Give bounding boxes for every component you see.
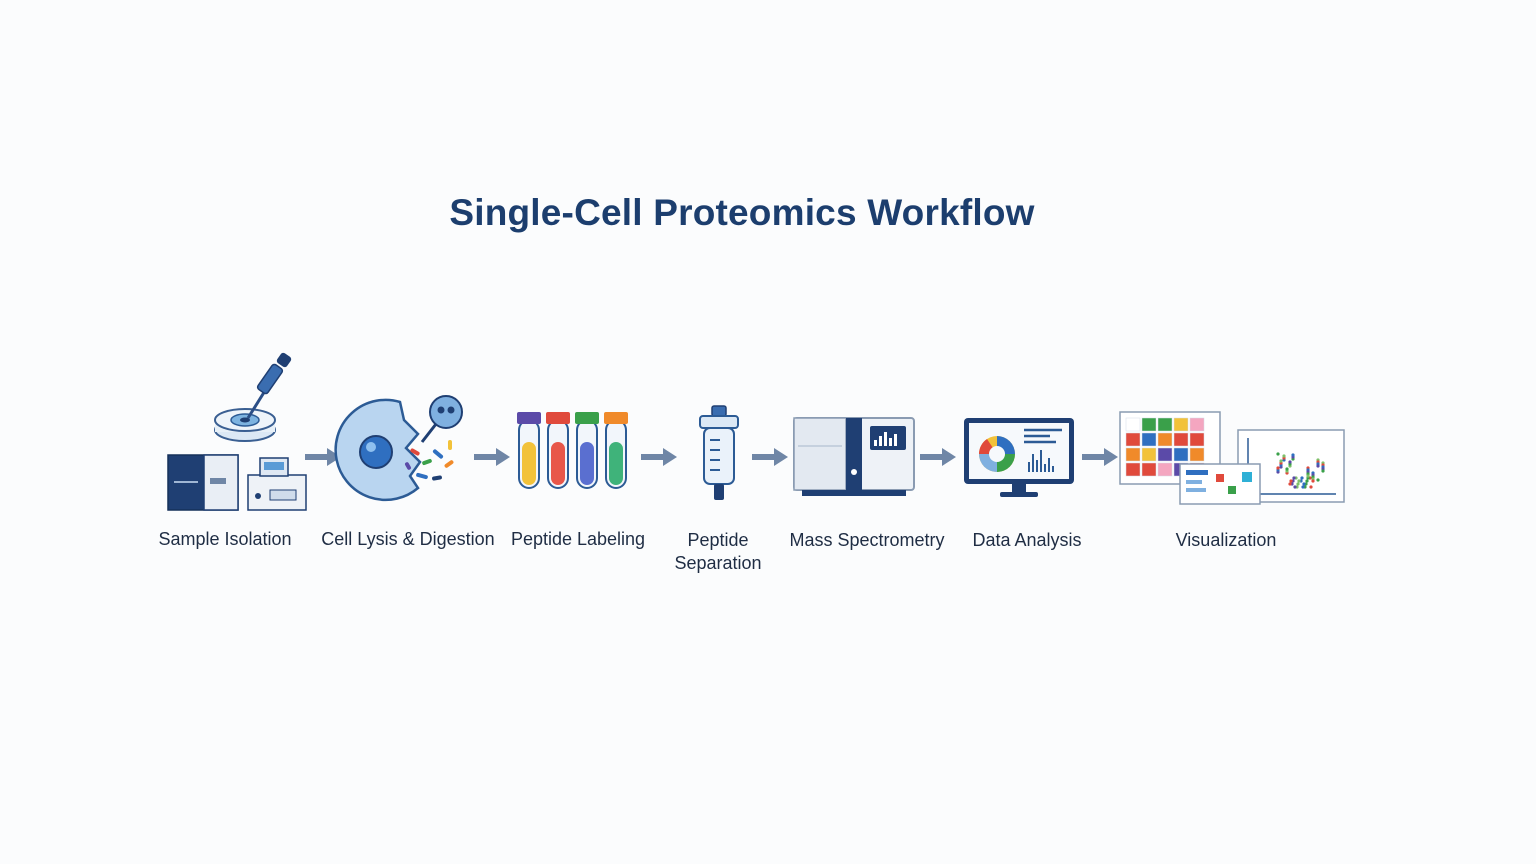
step-mass-spectrometry: Mass Spectrometry	[789, 416, 945, 580]
heatmap-scatter-icon	[1119, 411, 1345, 505]
arrow-6	[1082, 448, 1118, 466]
step-peptide-separation: Peptide Separation	[674, 404, 762, 580]
test-tubes-icon	[517, 412, 628, 489]
step-label: Peptide Separation	[674, 530, 762, 573]
arrow-3	[641, 448, 677, 466]
test-tube-icon	[517, 412, 541, 489]
cell-lysis-icon	[334, 395, 463, 502]
step-peptide-labeling: Peptide Labeling	[511, 408, 645, 580]
step-label: Data Analysis	[972, 530, 1082, 550]
arrow-4	[752, 448, 788, 466]
test-tube-icon	[575, 412, 599, 489]
step-label: Peptide Labeling	[510, 529, 646, 549]
arrow-2	[474, 448, 510, 466]
step-label: Sample Isolation	[158, 529, 292, 549]
step-sample-isolation: Sample Isolation	[158, 350, 320, 580]
step-cell-lysis: Cell Lysis & Digestion	[321, 390, 495, 580]
arrow-5	[920, 448, 956, 466]
test-tube-icon	[604, 412, 628, 489]
step-visualization: Visualization	[1118, 410, 1348, 580]
step-data-analysis: Data Analysis	[962, 416, 1082, 580]
step-label: Cell Lysis & Digestion	[321, 529, 495, 549]
separation-column-icon	[699, 405, 739, 500]
arrow-1	[305, 448, 341, 466]
mass-spectrometer-icon	[793, 417, 915, 496]
step-label: Mass Spectrometry	[789, 530, 945, 550]
monitor-chart-icon	[964, 418, 1074, 497]
step-label: Visualization	[1175, 530, 1277, 550]
diagram-title: Single-Cell Proteomics Workflow	[449, 192, 1035, 233]
test-tube-icon	[546, 412, 570, 489]
sample-isolation-icon	[167, 352, 307, 511]
